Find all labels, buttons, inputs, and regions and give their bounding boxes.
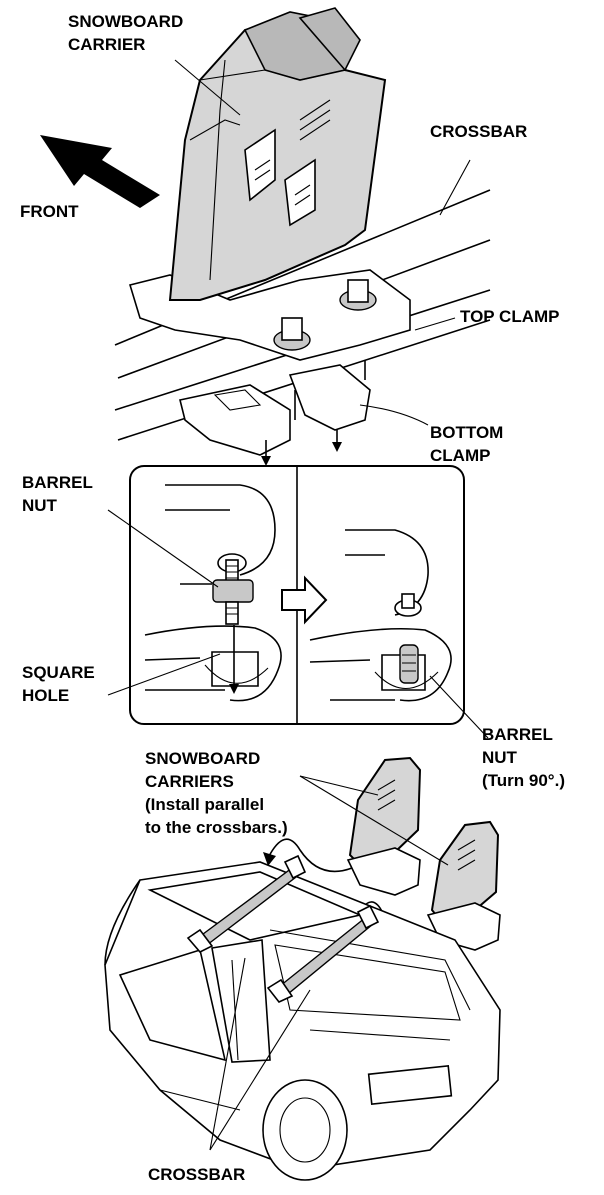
roof-crossbars	[186, 854, 380, 1003]
snowboard-carrier-illustration	[168, 7, 387, 301]
labels: SNOWBOARD CARRIER CROSSBAR FRONT TOP CLA…	[20, 12, 565, 1184]
top-leader-lines	[174, 59, 471, 426]
detail-after	[309, 529, 452, 702]
top-assembly	[40, 7, 491, 466]
small-carrier-right	[426, 820, 501, 951]
front-arrow-icon	[40, 135, 160, 208]
detail-before	[144, 484, 282, 702]
label-square-hole: SQUARE HOLE	[22, 663, 99, 705]
label-snowboard-carrier: SNOWBOARD CARRIER	[68, 12, 188, 54]
label-barrel-nut-right: BARREL NUT (Turn 90°.)	[482, 725, 565, 790]
right-arrow-icon	[281, 575, 328, 625]
down-arrow-icon	[261, 430, 342, 466]
label-bottom-clamp: BOTTOM CLAMP	[430, 423, 508, 465]
label-barrel-nut-left: BARREL NUT	[22, 473, 97, 515]
detail-panel	[107, 465, 489, 739]
label-top-clamp: TOP CLAMP	[460, 307, 560, 326]
label-crossbar-top: CROSSBAR	[430, 122, 527, 141]
label-front: FRONT	[20, 202, 79, 221]
vehicle-assembly	[104, 756, 501, 1181]
label-crossbar-bottom: CROSSBAR	[148, 1165, 245, 1184]
car-illustration	[104, 861, 501, 1181]
label-snowboard-carriers: SNOWBOARD CARRIERS (Install parallel to …	[145, 749, 288, 837]
